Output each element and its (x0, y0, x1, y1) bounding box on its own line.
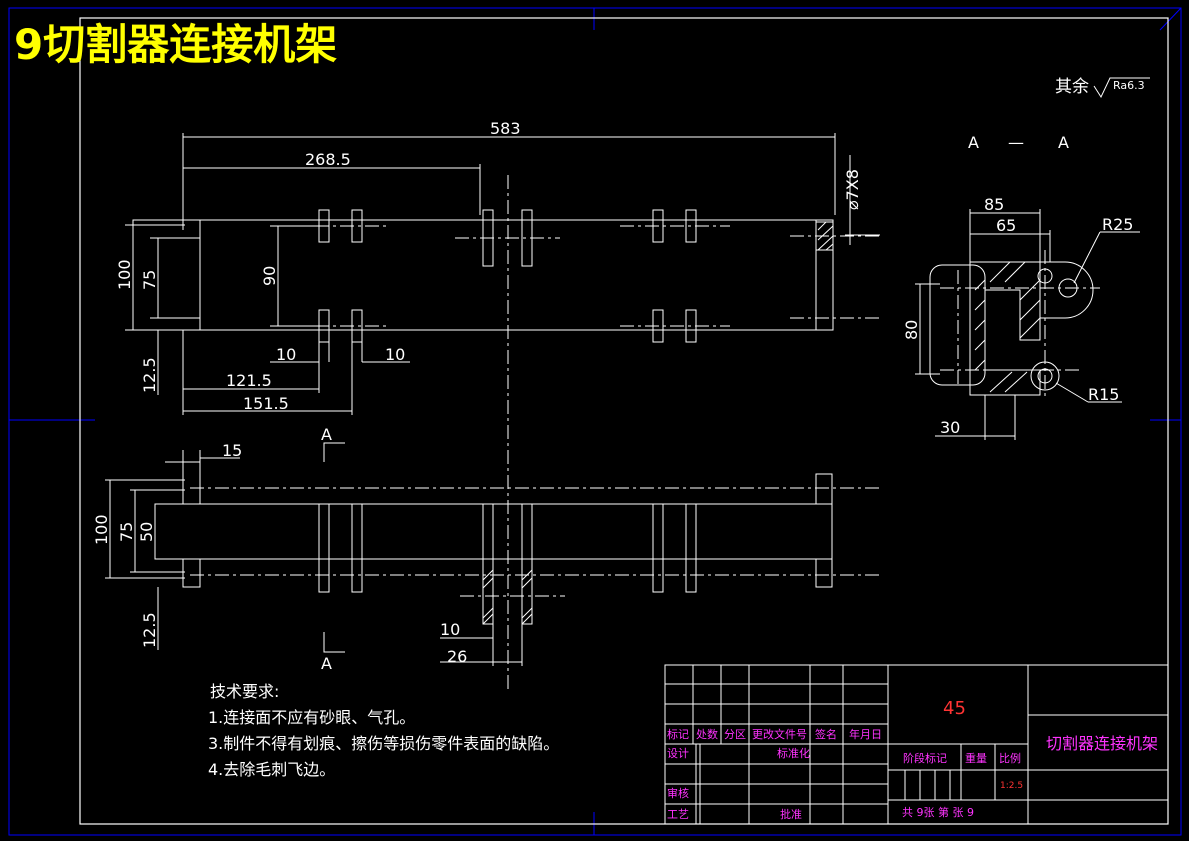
title-block-text: 45 切割器连接机架 标记 处数 分区 更改文件号 签名 年月日 设计 标准化 … (667, 698, 1158, 821)
dim-75-front: 75 (140, 270, 159, 290)
page-title: 9切割器连接机架 (14, 20, 337, 69)
dim-26: 26 (447, 647, 467, 666)
dimension-texts: 583 268.5 ⌀7X8 100 75 90 12.5 10 10 121.… (92, 119, 1133, 673)
dim-75-top: 75 (117, 522, 136, 542)
surface-roughness-note: 其余 Ra6.3 (1055, 77, 1150, 99)
header-mark: 标记 (667, 727, 689, 741)
dim-10-left: 10 (276, 345, 296, 364)
header-change-doc: 更改文件号 (752, 727, 807, 741)
weight-label: 重量 (965, 751, 987, 765)
dim-151-5: 151.5 (243, 394, 289, 413)
view-marker-top: A (321, 425, 332, 444)
section-label-right: A (1058, 133, 1069, 152)
dim-30: 30 (940, 418, 960, 437)
header-zone: 分区 (724, 728, 746, 741)
surface-label: 其余 (1055, 77, 1089, 97)
blue-border (8, 7, 1182, 836)
dim-583: 583 (490, 119, 521, 138)
section-label: A — A (968, 133, 1069, 152)
sheets-info: 共 9张 第 张 9 (902, 805, 974, 819)
scale-value: 1:2.5 (1000, 781, 1023, 791)
tech-requirements: 技术要求: 1.连接面不应有砂眼、气孔。 3.制件不得有划痕、擦伤等损伤零件表面… (208, 682, 559, 779)
front-view (125, 133, 880, 690)
dim-85: 85 (984, 195, 1004, 214)
standardization-label: 标准化 (777, 746, 810, 760)
header-sign: 签名 (815, 727, 837, 741)
title-block (664, 664, 1169, 825)
dim-65: 65 (996, 216, 1016, 235)
dim-15: 15 (222, 441, 242, 460)
header-date: 年月日 (849, 727, 882, 741)
dim-100-top: 100 (92, 514, 111, 545)
top-view (105, 442, 880, 666)
section-label-left: A (968, 133, 979, 152)
dim-r25: R25 (1102, 215, 1133, 234)
design-label: 设计 (667, 747, 689, 760)
roughness-value: Ra6.3 (1113, 79, 1145, 92)
dim-100-front: 100 (115, 259, 134, 290)
dim-7x8: ⌀7X8 (843, 169, 862, 210)
tech-item-3: 3.制件不得有划痕、擦伤等损伤零件表面的缺陷。 (208, 734, 559, 753)
dim-50: 50 (137, 522, 156, 542)
header-count: 处数 (696, 728, 718, 741)
drawing-frame (79, 17, 1169, 825)
process-label: 工艺 (667, 808, 689, 821)
dim-90: 90 (260, 266, 279, 286)
dim-268-5: 268.5 (305, 150, 351, 169)
tech-item-1: 1.连接面不应有砂眼、气孔。 (208, 708, 415, 727)
dim-10-bottom: 10 (440, 620, 460, 639)
dim-r15: R15 (1088, 385, 1119, 404)
section-label-dash: — (1008, 133, 1024, 152)
tech-item-4: 4.去除毛刺飞边。 (208, 760, 335, 779)
tech-heading: 技术要求: (210, 682, 279, 701)
dim-12-5-top: 12.5 (140, 612, 159, 648)
dim-12-5-front: 12.5 (140, 357, 159, 393)
section-view (915, 209, 1140, 440)
dim-80: 80 (902, 320, 921, 340)
dim-10-right: 10 (385, 345, 405, 364)
material-value: 45 (943, 698, 966, 719)
scale-label: 比例 (999, 751, 1021, 765)
dim-121-5: 121.5 (226, 371, 272, 390)
view-marker-bottom: A (321, 654, 332, 673)
approve-label: 批准 (780, 807, 802, 821)
part-name: 切割器连接机架 (1046, 734, 1158, 753)
stage-mark-label: 阶段标记 (903, 751, 947, 765)
review-label: 审核 (667, 786, 689, 800)
